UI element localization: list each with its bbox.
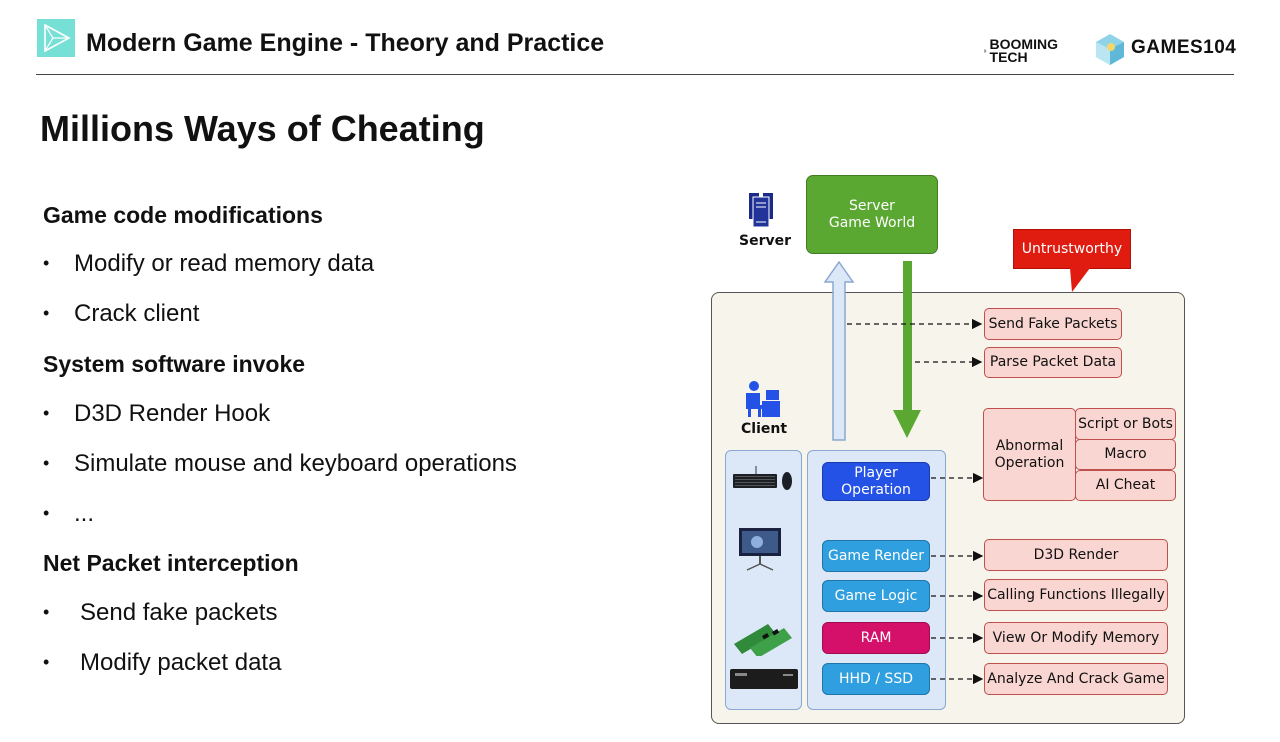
bullet-text: Modify or read memory data	[74, 250, 375, 277]
bullet-dot: •	[43, 253, 50, 273]
section-heading-net-packet: Net Packet interception	[43, 550, 299, 576]
bullet-dot: •	[43, 303, 50, 323]
macro-box: Macro	[1075, 439, 1176, 470]
ai-cheat-box: AI Cheat	[1075, 470, 1176, 501]
player-operation-box: Player Operation	[822, 462, 930, 501]
callout-pointer	[1070, 268, 1092, 299]
bullet-text: D3D Render Hook	[74, 400, 271, 427]
abnormal-line2: Operation	[994, 454, 1065, 471]
upload-arrow	[822, 260, 856, 447]
ram-stick-icon	[732, 620, 798, 661]
monitor-icon	[737, 526, 783, 577]
bullet-dot: •	[43, 403, 50, 423]
bullet-item: • D3D Render Hook	[43, 400, 270, 428]
ram-box: RAM	[822, 622, 930, 654]
bullet-item: •...	[43, 500, 94, 528]
server-icon	[748, 192, 774, 233]
ssd-icon	[729, 668, 799, 695]
module-dashed-arrows	[931, 472, 984, 685]
download-arrow	[890, 260, 924, 447]
bullet-item: • Simulate mouse and keyboard operations	[43, 450, 517, 478]
hardware-panel	[725, 450, 802, 710]
bullet-text: ...	[74, 500, 95, 527]
bullet-text: Modify packet data	[80, 649, 282, 676]
keyboard-mouse-icon	[732, 466, 794, 499]
callout-text: Untrustworthy	[1021, 240, 1123, 257]
server-box-line2: Game World	[828, 214, 916, 231]
bullet-item: • Crack client	[43, 300, 199, 328]
games104-cube-icon	[1094, 32, 1126, 66]
course-title: Modern Game Engine - Theory and Practice	[86, 29, 605, 57]
server-box-line1: Server	[849, 197, 895, 214]
booming-tech-icon	[984, 49, 987, 53]
abnormal-operation-box: Abnormal Operation	[983, 408, 1076, 501]
server-label: Server	[739, 233, 792, 249]
bullet-text: Crack client	[74, 300, 200, 327]
player-op-line1: Player	[854, 464, 898, 481]
view-modify-memory-box: View Or Modify Memory	[984, 622, 1168, 654]
abnormal-line1: Abnormal	[995, 437, 1064, 454]
script-or-bots-box: Script or Bots	[1075, 408, 1176, 440]
booming-tech-logo: BOOMING TECH	[984, 35, 1058, 67]
d3d-render-box: D3D Render	[984, 539, 1168, 571]
bullet-text: Simulate mouse and keyboard operations	[74, 450, 517, 477]
client-label: Client	[741, 421, 788, 437]
bullet-dot: •	[43, 453, 50, 473]
course-logo-icon	[37, 19, 75, 57]
slide-title: Millions Ways of Cheating	[40, 108, 485, 149]
section-heading-system-software: System software invoke	[43, 351, 306, 377]
bullet-dot: •	[43, 652, 50, 672]
game-logic-box: Game Logic	[822, 580, 930, 612]
bullet-item: • Modify packet data	[43, 649, 281, 677]
bullet-dot: •	[43, 602, 50, 622]
games104-text: GAMES104	[1131, 37, 1237, 58]
header-divider	[36, 74, 1234, 75]
parse-packet-data-box: Parse Packet Data	[984, 347, 1122, 378]
bullet-item: • Send fake packets	[43, 599, 277, 627]
client-user-icon	[742, 380, 782, 425]
section-heading-game-code: Game code modifications	[43, 202, 323, 228]
hdd-ssd-box: HHD / SSD	[822, 663, 930, 695]
analyze-crack-box: Analyze And Crack Game	[984, 663, 1168, 695]
tech-text: TECH	[989, 49, 1028, 65]
booming-text: BOOMING	[989, 36, 1058, 52]
bullet-dot: •	[43, 503, 50, 523]
bullet-text: Send fake packets	[80, 599, 278, 626]
server-game-world-box: Server Game World	[806, 175, 938, 254]
packet-dashed-arrows	[847, 318, 983, 368]
send-fake-packets-box: Send Fake Packets	[984, 308, 1122, 340]
player-op-line2: Operation	[841, 481, 911, 498]
untrustworthy-callout: Untrustworthy	[1013, 229, 1131, 269]
game-render-box: Game Render	[822, 540, 930, 572]
bullet-item: • Modify or read memory data	[43, 250, 374, 278]
calling-functions-box: Calling Functions Illegally	[984, 579, 1168, 611]
